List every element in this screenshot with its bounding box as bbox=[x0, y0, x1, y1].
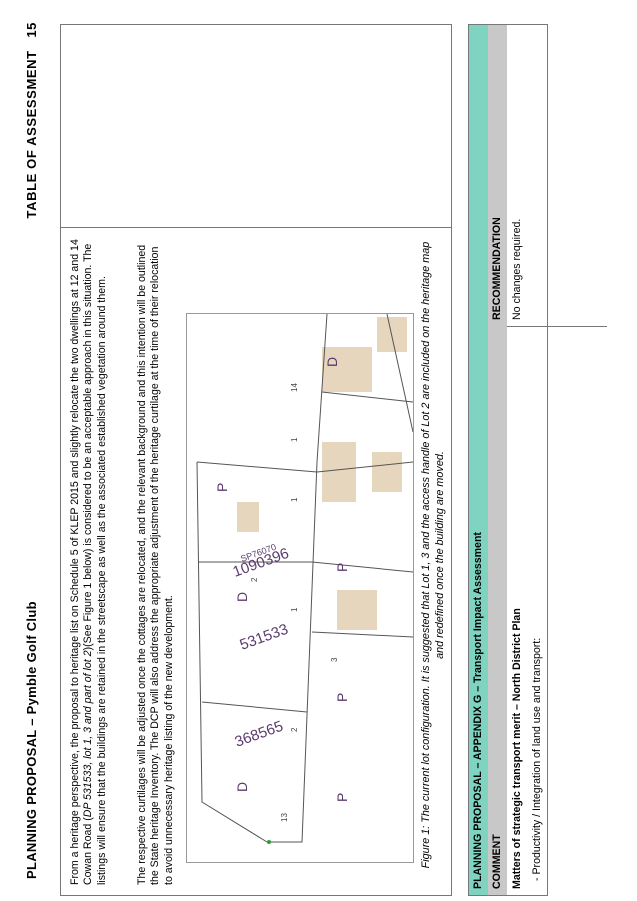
comment-column-header: COMMENT bbox=[491, 834, 503, 889]
table-title: PLANNING PROPOSAL – APPENDIX G – Transpo… bbox=[469, 25, 488, 895]
street-number: 2 bbox=[290, 727, 299, 732]
content-frame: From a heritage perspective, the proposa… bbox=[60, 24, 452, 896]
building-footprint bbox=[237, 502, 259, 532]
building-footprint bbox=[372, 452, 402, 492]
lot-number: 531533 bbox=[238, 621, 291, 654]
street-number: 13 bbox=[280, 813, 289, 822]
street-number: 1 bbox=[290, 437, 299, 442]
building-footprint bbox=[322, 347, 372, 392]
lot-map: 1090396 SP76070 531533 368565 P P P P D … bbox=[196, 313, 414, 844]
house-mark: P bbox=[334, 793, 350, 802]
page-number: 15 bbox=[24, 22, 39, 38]
street-number: 2 bbox=[250, 577, 259, 582]
curtilage-paragraph: The respective curtilages will be adjust… bbox=[136, 244, 175, 885]
table-row: Matters of strategic transport merit – N… bbox=[507, 25, 527, 895]
section-header: TABLE OF ASSESSMENT 15 bbox=[24, 22, 39, 218]
lot-number: 368565 bbox=[233, 718, 286, 751]
row-comment: Matters of strategic transport merit – N… bbox=[511, 608, 523, 889]
house-mark: P bbox=[334, 693, 350, 702]
survey-marker bbox=[267, 840, 271, 844]
figure-caption: Figure 1: The current lot configuration.… bbox=[420, 241, 446, 869]
table-row: - Productivity / Integration of land use… bbox=[527, 25, 547, 895]
assessment-table: PLANNING PROPOSAL – APPENDIX G – Transpo… bbox=[468, 24, 607, 896]
frame-divider bbox=[61, 227, 451, 228]
house-mark: P bbox=[334, 563, 350, 572]
street-number: 1 bbox=[290, 497, 299, 502]
column-divider bbox=[507, 326, 607, 327]
building-footprint bbox=[322, 442, 356, 502]
lot-boundaries bbox=[196, 313, 414, 843]
recommendation-column-header: RECOMMENDATION bbox=[491, 217, 503, 320]
row-comment: - Productivity / Integration of land use… bbox=[531, 637, 543, 881]
building-footprint bbox=[337, 590, 377, 630]
lot-map-figure: 1090396 SP76070 531533 368565 P P P P D … bbox=[186, 313, 414, 863]
house-mark: D bbox=[234, 782, 250, 792]
row-recommendation: No changes required. bbox=[511, 218, 523, 320]
street-number: 3 bbox=[330, 657, 339, 662]
street-number: 14 bbox=[290, 383, 299, 392]
house-mark: P bbox=[214, 483, 230, 492]
house-mark: D bbox=[234, 592, 250, 602]
house-mark: D bbox=[324, 357, 340, 367]
document-title: PLANNING PROPOSAL – Pymble Golf Club bbox=[24, 601, 39, 879]
table-header-row: COMMENT RECOMMENDATION bbox=[488, 25, 507, 895]
heritage-paragraph: From a heritage perspective, the proposa… bbox=[69, 239, 108, 885]
section-title: TABLE OF ASSESSMENT bbox=[24, 50, 39, 219]
street-number: 1 bbox=[290, 607, 299, 612]
